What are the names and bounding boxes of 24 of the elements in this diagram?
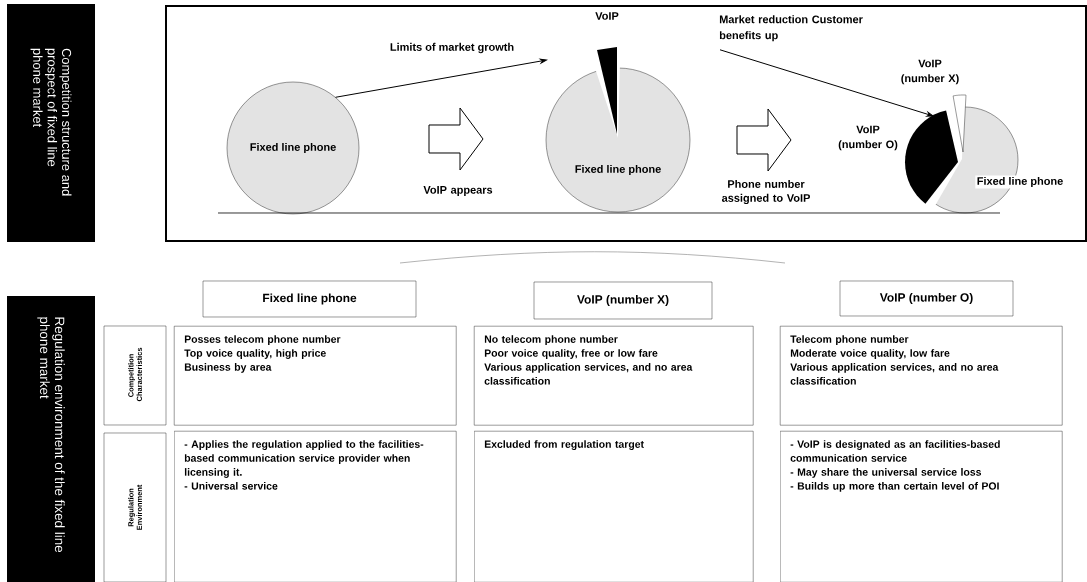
- table-cell: - VoIP is designated as an facilities-based communication service - May share the universal service loss - Builds up more than certain level of POI: [780, 431, 1063, 582]
- side-band: Competition structure and prospect of fixed line phone market: [7, 4, 95, 242]
- slice-label: VoIP: [595, 12, 619, 20]
- edge-label: Limits of market growth: [388, 41, 516, 55]
- arrow: [719, 49, 934, 117]
- pie-chart: Fixed line phone: [226, 81, 360, 215]
- table-cell: Posses telecom phone number Top voice quality, high price Business by area: [174, 326, 457, 426]
- edge-label: Market reduction Customer benefits up: [718, 14, 871, 43]
- table-cell: Telecom phone number Moderate voice quality, low fare Various application services, and no area classification: [780, 326, 1063, 426]
- frame-box: [165, 5, 1087, 242]
- slice-label: VoIP (number O): [838, 125, 898, 151]
- column-header: VoIP (number X): [533, 281, 713, 320]
- arrow: [335, 58, 547, 98]
- table-cell: No telecom phone number Poor voice quality, free or low fare Various application services, and no area classification: [474, 326, 754, 426]
- table-cell: Excluded from regulation target: [474, 431, 754, 582]
- pie-chart: Fixed line phone: [545, 47, 691, 213]
- arrow-caption: VoIP appears: [423, 186, 493, 196]
- arrow-caption: Phone number assigned to VoIP: [722, 179, 810, 205]
- table-cell: - Applies the regulation applied to the facilities-based communication service provider when licensing it. - Universal service: [174, 431, 457, 582]
- side-band: Regulation environment of the fixed line phone market: [7, 296, 95, 582]
- pie-chart: Fixed line phone: [905, 94, 1065, 214]
- slice-label: VoIP (number X): [901, 59, 959, 85]
- column-header: VoIP (number O): [839, 280, 1014, 317]
- column-header: Fixed line phone: [202, 280, 417, 318]
